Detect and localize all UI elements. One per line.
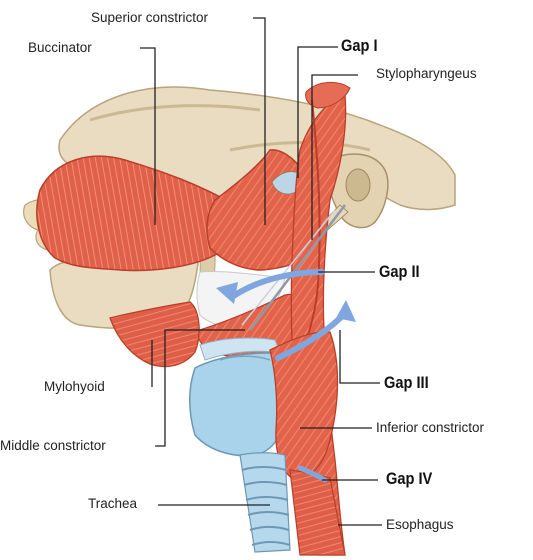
label-superior-constrictor: Superior constrictor (91, 10, 208, 26)
label-gap-2: Gap II (379, 262, 420, 282)
label-gap-4: Gap IV (386, 469, 432, 489)
label-inferior-constrictor: Inferior constrictor (376, 420, 484, 436)
label-middle-constrictor: Middle constrictor (0, 438, 150, 454)
label-trachea: Trachea (88, 496, 137, 512)
trachea (240, 453, 290, 552)
label-esophagus: Esophagus (386, 517, 454, 533)
label-gap-1: Gap I (341, 36, 378, 56)
label-buccinator: Buccinator (28, 40, 92, 56)
label-stylopharyngeus: Stylopharyngeus (376, 66, 477, 82)
label-gap-3: Gap III (384, 373, 429, 393)
label-mylohyoid: Mylohyoid (44, 379, 105, 395)
